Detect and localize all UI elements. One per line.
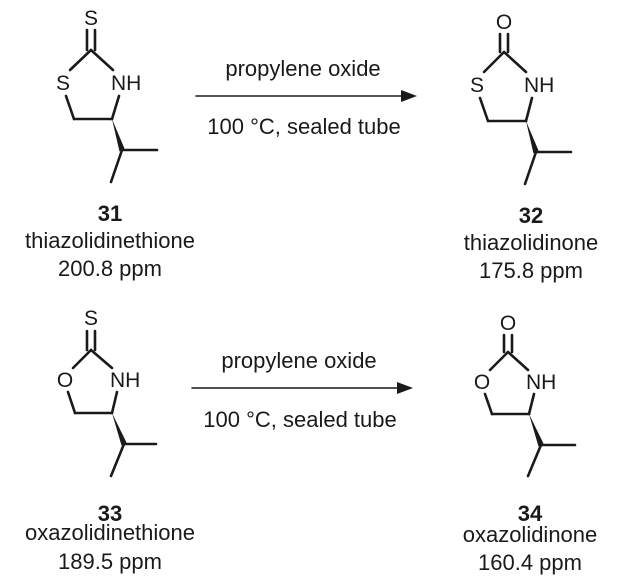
compound-34-structure: O O NH <box>474 312 577 478</box>
ring-nh: NH <box>526 371 556 394</box>
bond-c2-x1 <box>71 348 93 370</box>
exocyclic-atom: O <box>496 11 512 34</box>
stereo-wedge-bond <box>112 413 127 446</box>
conditions-label: 100 °C, sealed tube <box>207 114 401 139</box>
compound-31-shift: 200.8 ppm <box>58 256 162 281</box>
compound-34-number: 34 <box>518 501 543 526</box>
bond-isopropyl-methyl-b <box>109 442 126 478</box>
ring-nh: NH <box>524 74 554 97</box>
ring-heteroatom: O <box>474 371 490 394</box>
ring-heteroatom: S <box>56 72 70 95</box>
compound-32-name: thiazolidinone <box>464 230 599 255</box>
reaction-2: S O NH 33 oxazolidinethione 189.5 ppm pr… <box>25 307 597 575</box>
compound-32-shift: 175.8 ppm <box>479 258 583 283</box>
bond-x1-c5 <box>483 392 494 416</box>
exocyclic-atom: O <box>500 312 516 335</box>
bond-c2-n3 <box>506 350 530 372</box>
compound-32-structure: O S NH <box>470 11 573 186</box>
reagent-label: propylene oxide <box>225 56 380 81</box>
compound-34-name: oxazolidinone <box>463 522 598 547</box>
bond-c4-n3 <box>110 94 121 121</box>
conditions-label: 100 °C, sealed tube <box>203 407 397 432</box>
compound-31-name: thiazolidinethione <box>25 228 195 253</box>
bond-isopropyl-methyl-b <box>523 150 538 186</box>
bond-c2-x1 <box>482 50 506 74</box>
exocyclic-atom: S <box>84 307 98 330</box>
compound-34-shift: 160.4 ppm <box>478 550 582 575</box>
ring-nh: NH <box>111 72 141 95</box>
reaction-arrow-2 <box>191 382 413 394</box>
ring-heteroatom: S <box>470 74 484 97</box>
bond-c4-n3 <box>110 390 119 415</box>
reagent-label: propylene oxide <box>221 348 376 373</box>
bond-x1-c5 <box>478 96 490 123</box>
bond-c2-n3 <box>502 50 528 74</box>
ring-nh: NH <box>110 369 140 392</box>
compound-33-name: oxazolidinethione <box>25 520 195 545</box>
compound-31-number: 31 <box>98 201 122 226</box>
bond-x1-c5 <box>66 390 77 415</box>
bond-isopropyl-methyl-b <box>109 148 124 184</box>
bond-c2-x1 <box>488 350 510 372</box>
compound-32-number: 32 <box>519 203 543 228</box>
exocyclic-atom: S <box>84 7 98 30</box>
bond-c2-x1 <box>68 48 93 72</box>
compound-33-number: 33 <box>98 501 122 526</box>
stereo-wedge-bond <box>526 121 539 154</box>
bond-c4-n3 <box>527 392 536 416</box>
bond-c2-n3 <box>89 48 115 72</box>
bond-isopropyl-methyl-b <box>526 443 543 478</box>
ring-heteroatom: O <box>57 369 73 392</box>
arrowhead <box>397 382 413 394</box>
stereo-wedge-bond <box>112 119 125 152</box>
bond-c4-n3 <box>524 96 534 123</box>
compound-33-structure: S O NH <box>57 307 158 478</box>
reaction-arrow-1 <box>195 90 417 102</box>
compound-33-shift: 189.5 ppm <box>58 549 162 574</box>
stereo-wedge-bond <box>529 414 544 447</box>
reaction-1: S S NH 31 thiazolidinethione 200.8 ppm p… <box>25 7 598 283</box>
bond-c2-n3 <box>89 348 114 370</box>
bond-x1-c5 <box>64 94 76 121</box>
compound-31-structure: S S NH <box>56 7 159 184</box>
arrowhead <box>401 90 417 102</box>
